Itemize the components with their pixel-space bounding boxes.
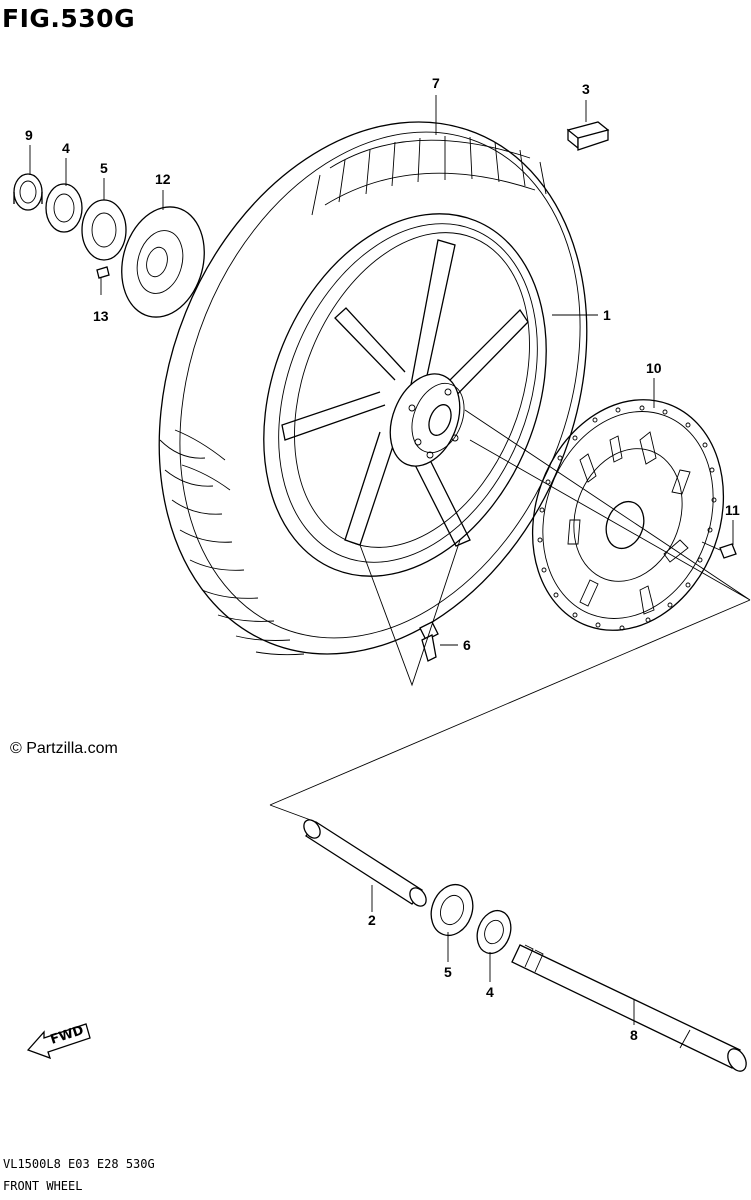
disc-bolt[interactable]: [701, 541, 737, 559]
wheel-spacer-tube[interactable]: [301, 817, 430, 909]
callout-13: 13: [93, 308, 109, 324]
bearing-left[interactable]: [81, 199, 127, 261]
spacer-collar[interactable]: [13, 173, 43, 211]
copyright-notice: © Partzilla.com: [10, 740, 118, 757]
callout-11: 11: [725, 502, 740, 518]
callout-2: 2: [368, 912, 376, 928]
callout-12: 12: [155, 171, 171, 187]
brake-disc-spacer[interactable]: [110, 198, 216, 327]
tire[interactable]: [83, 57, 664, 718]
oil-seal-right[interactable]: [471, 906, 516, 958]
model-code: VL1500L8 E03 E28 530G: [3, 1157, 155, 1171]
callout-3: 3: [582, 81, 590, 97]
callout-9: 9: [25, 127, 33, 143]
callout-leaders: [29, 95, 734, 1025]
section-name: FRONT WHEEL: [3, 1179, 83, 1193]
wheel-rim[interactable]: [212, 171, 598, 619]
callout-5-bottom: 5: [444, 964, 452, 980]
oil-seal-left[interactable]: [45, 183, 83, 233]
balance-weight[interactable]: [566, 121, 610, 151]
callout-8: 8: [630, 1027, 638, 1043]
callout-6: 6: [463, 637, 471, 653]
forward-direction-arrow: FWD: [26, 1023, 91, 1060]
front-axle[interactable]: [511, 944, 750, 1074]
brake-disc[interactable]: [501, 373, 751, 658]
callout-5-top: 5: [100, 160, 108, 176]
air-valve[interactable]: [419, 621, 439, 662]
callout-1: 1: [603, 307, 611, 323]
callout-4-top: 4: [62, 140, 70, 156]
assembly-lines: [269, 409, 751, 823]
callouts: 1 2 3 4 4 5 5 6 7 8 9 10 11 12 13: [25, 75, 740, 1043]
spacer-screw[interactable]: [96, 266, 110, 279]
bearing-right[interactable]: [424, 879, 479, 942]
callout-4-bottom: 4: [486, 984, 494, 1000]
figure-title: FIG.530G: [2, 4, 136, 33]
callout-10: 10: [646, 360, 662, 376]
callout-7: 7: [432, 75, 440, 91]
